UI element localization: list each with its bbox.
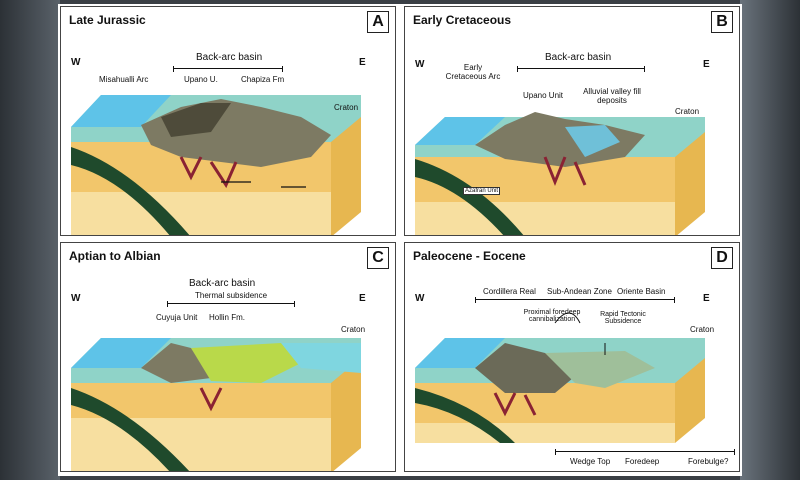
panel-d: Paleocene - Eocene D W E Cordillera Real… <box>404 242 740 472</box>
label-upano: Upano U. <box>184 75 218 84</box>
block-diagram-d <box>415 312 705 443</box>
zones-extent <box>475 297 675 303</box>
thermal-subsidence-label: Thermal subsidence <box>195 291 268 300</box>
background-left <box>0 0 60 480</box>
label-craton: Craton <box>690 325 715 334</box>
label-proximal-foredeep: Proximal foredeep cannibalization <box>523 309 581 323</box>
panel-c: Aptian to Albian C W E Back-arc basin Th… <box>60 242 396 472</box>
basin-label: Back-arc basin <box>196 52 263 63</box>
block-diagram-c <box>71 338 361 471</box>
basin-extent <box>167 301 295 307</box>
panel-b: Early Cretaceous B W E Back-arc basin Ea… <box>404 6 740 236</box>
panel-title: Early Cretaceous <box>413 13 512 27</box>
panel-letter: C <box>367 247 389 269</box>
west-label: W <box>71 293 81 304</box>
basin-label: Back-arc basin <box>545 52 612 63</box>
west-label: W <box>71 57 81 68</box>
label-craton: Craton <box>334 103 359 112</box>
panel-title: Late Jurassic <box>69 13 146 27</box>
label-craton: Craton <box>675 107 700 116</box>
zone-cordillera-real: Cordillera Real <box>483 287 536 296</box>
panel-title: Aptian to Albian <box>69 249 161 263</box>
bottom-wedge-top: Wedge Top <box>570 457 611 466</box>
label-hollin-fm: Hollin Fm. <box>209 313 246 322</box>
panel-letter: B <box>711 11 733 33</box>
panel-a: Late Jurassic A W E Back-arc basin Misah… <box>60 6 396 236</box>
zone-oriente-basin: Oriente Basin <box>617 287 666 296</box>
background-right <box>740 0 800 480</box>
west-label: W <box>415 293 425 304</box>
bottom-foredeep: Foredeep <box>625 457 660 466</box>
panel-title: Paleocene - Eocene <box>413 249 526 263</box>
label-azafran-unit: Azafran Unit <box>463 187 501 195</box>
block-diagram-a <box>71 95 361 235</box>
east-label: E <box>703 59 710 70</box>
basin-label: Back-arc basin <box>189 278 256 289</box>
label-misahualli-arc: Misahualli Arc <box>99 75 149 84</box>
label-alluvial-valley: Alluvial valley fill deposits <box>583 87 641 105</box>
label-rapid-subsidence: Rapid Tectonic Subsidence <box>600 311 646 325</box>
label-cuyuja-unit: Cuyuja Unit <box>156 313 198 322</box>
label-craton: Craton <box>341 325 366 334</box>
label-upano-unit: Upano Unit <box>523 91 564 100</box>
basin-extent <box>173 66 283 72</box>
panel-letter: D <box>711 247 733 269</box>
label-chapiza: Chapiza Fm <box>241 75 285 84</box>
bottom-forebulge: Forebulge? <box>688 457 729 466</box>
block-diagram-b <box>415 112 705 235</box>
east-label: E <box>359 57 366 68</box>
panel-letter: A <box>367 11 389 33</box>
figure: Late Jurassic A W E Back-arc basin Misah… <box>58 4 742 476</box>
west-label: W <box>415 59 425 70</box>
bottom-extent <box>555 449 735 455</box>
label-early-cretaceous-arc: Early Cretaceous Arc <box>445 63 501 81</box>
basin-extent <box>517 66 645 72</box>
east-label: E <box>703 293 710 304</box>
zone-sub-andean: Sub-Andean Zone <box>547 287 612 296</box>
east-label: E <box>359 293 366 304</box>
